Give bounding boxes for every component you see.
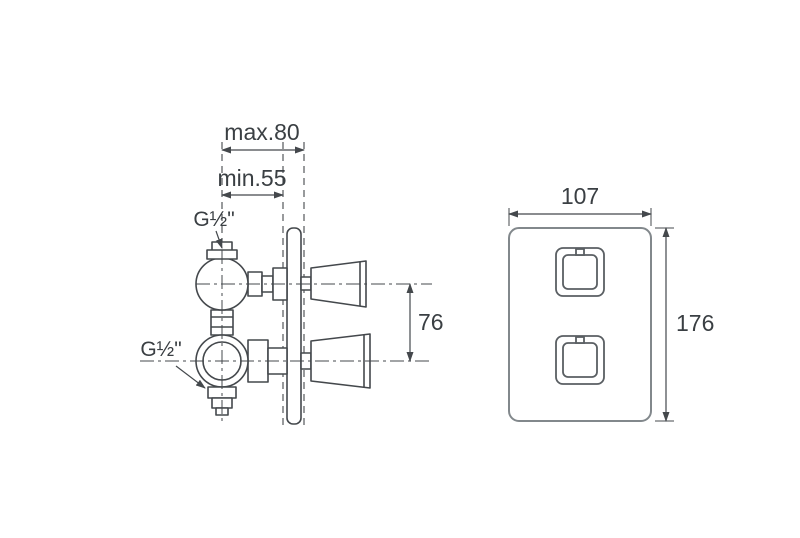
bottom-connection-leader xyxy=(175,365,206,389)
plate-width-label: 107 xyxy=(561,183,599,209)
side-view: max.80 min.55 G½" G½" 76 xyxy=(140,119,444,430)
lower-knob-front xyxy=(555,335,605,385)
plate-height-label: 176 xyxy=(676,310,714,336)
upper-knob-front xyxy=(555,247,605,297)
dimension-handle-spacing: 76 xyxy=(406,283,444,362)
top-connection-leader xyxy=(215,230,223,249)
top-connection-callout: G½" xyxy=(193,208,235,249)
min-depth-label: min.55 xyxy=(217,165,286,191)
bottom-connection-label: G½" xyxy=(140,338,181,361)
bottom-connection-callout: G½" xyxy=(140,338,206,389)
max-depth-label: max.80 xyxy=(224,119,299,145)
dimension-plate-width: 107 xyxy=(508,183,652,226)
lower-knob-inner xyxy=(562,342,598,378)
front-view: 107 176 xyxy=(508,183,714,422)
handle-spacing-label: 76 xyxy=(418,309,444,335)
lower-knob-indicator-notch xyxy=(575,336,585,344)
upper-knob-inner xyxy=(562,254,598,290)
upper-knob-indicator-notch xyxy=(575,248,585,256)
trim-plate-front xyxy=(508,227,652,422)
dimension-max-depth: max.80 xyxy=(221,119,305,154)
top-connection-label: G½" xyxy=(193,208,234,231)
dimension-plate-height: 176 xyxy=(655,227,714,422)
trim-plate-side xyxy=(286,227,302,425)
dimension-min-depth: min.55 xyxy=(217,165,287,199)
upper-handle-shape xyxy=(310,260,367,308)
